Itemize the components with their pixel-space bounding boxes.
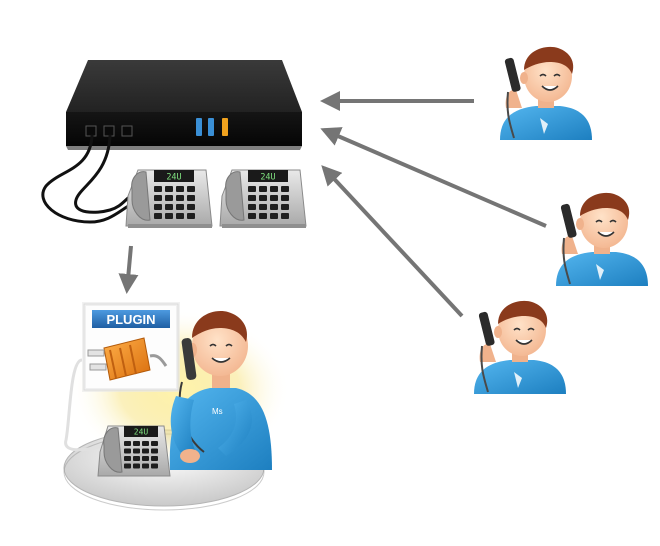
phone-key bbox=[259, 213, 267, 219]
caller-bottom bbox=[473, 299, 567, 395]
phone-cables bbox=[41, 134, 138, 224]
phone-key bbox=[270, 186, 278, 192]
phone-key bbox=[142, 456, 149, 461]
phone-key bbox=[165, 213, 173, 219]
pbx-status-led-3 bbox=[222, 118, 228, 136]
desk-phone-1: 24U bbox=[125, 169, 213, 228]
phone-key bbox=[176, 186, 184, 192]
phone-key bbox=[270, 204, 278, 210]
plug-icon bbox=[87, 337, 168, 381]
arrow-caller-bottom-to-pbx bbox=[321, 165, 464, 318]
phone-key bbox=[151, 463, 158, 469]
phone-key bbox=[176, 213, 184, 219]
phone-key bbox=[154, 186, 162, 192]
phone-screen bbox=[154, 170, 194, 182]
phone-key bbox=[176, 204, 184, 210]
phone-key bbox=[124, 441, 131, 446]
phone-screen bbox=[248, 170, 288, 182]
phone-key bbox=[281, 204, 289, 210]
agent-person: Ms bbox=[169, 311, 272, 470]
phone-key bbox=[281, 213, 289, 219]
plugin-card: PLUGIN bbox=[82, 302, 180, 392]
phone-screen bbox=[124, 426, 158, 437]
phone-key bbox=[151, 448, 158, 454]
phone-display-text: 24U bbox=[166, 173, 181, 183]
arrow-phones-to-plugin bbox=[118, 245, 139, 294]
handset bbox=[131, 171, 151, 221]
phone-key bbox=[154, 213, 162, 219]
plugin-cable bbox=[64, 358, 103, 452]
pbx-port-3 bbox=[121, 125, 133, 137]
caller-top bbox=[499, 45, 593, 142]
pbx-status-led-1 bbox=[196, 118, 202, 136]
arrow-caller-middle-to-pbx bbox=[320, 127, 547, 228]
phone-keypad bbox=[124, 441, 158, 469]
phone-key bbox=[176, 195, 184, 201]
phone-key bbox=[154, 195, 162, 201]
phone-key bbox=[259, 195, 267, 201]
flow-arrows bbox=[118, 91, 547, 318]
phone-keypad bbox=[154, 186, 195, 219]
desk-phone-2: 24U bbox=[219, 169, 307, 228]
handset bbox=[103, 427, 123, 473]
handset bbox=[225, 171, 245, 221]
phone-key bbox=[259, 204, 267, 210]
phone-key bbox=[187, 204, 195, 210]
phone-key bbox=[281, 186, 289, 192]
phone-key bbox=[133, 463, 140, 469]
phone-key bbox=[248, 186, 256, 192]
phone-key bbox=[270, 195, 278, 201]
phone-key bbox=[259, 186, 267, 192]
phone-key bbox=[165, 186, 173, 192]
phone-display-text: 24U bbox=[260, 173, 275, 183]
phone-key bbox=[281, 195, 289, 201]
phone-key bbox=[133, 441, 140, 446]
agent-desk-phone: 24U bbox=[97, 425, 171, 477]
phone-key bbox=[142, 448, 149, 454]
phone-key bbox=[248, 213, 256, 219]
pbx-port-2 bbox=[103, 125, 115, 137]
plugin-banner bbox=[92, 310, 170, 328]
agent-station: PLUGIN Ms bbox=[63, 302, 290, 511]
pbx-port-1 bbox=[85, 125, 97, 137]
pbx-status-led-2 bbox=[208, 118, 214, 136]
phone-key bbox=[248, 195, 256, 201]
phone-key bbox=[151, 456, 158, 461]
phone-key bbox=[165, 195, 173, 201]
plugin-label: PLUGIN bbox=[106, 312, 155, 327]
phone-key bbox=[124, 456, 131, 461]
phone-key bbox=[187, 213, 195, 219]
phone-key bbox=[248, 204, 256, 210]
phone-key bbox=[124, 448, 131, 454]
phone-key bbox=[187, 186, 195, 192]
caller-middle bbox=[555, 191, 649, 287]
phone-keypad bbox=[248, 186, 289, 219]
phone-key bbox=[154, 204, 162, 210]
phone-key bbox=[165, 204, 173, 210]
shirt-logo: Ms bbox=[212, 407, 223, 416]
phone-key bbox=[270, 213, 278, 219]
phone-key bbox=[187, 195, 195, 201]
phone-key bbox=[124, 463, 131, 469]
phone-key bbox=[133, 448, 140, 454]
pbx-server bbox=[66, 60, 302, 150]
phone-key bbox=[142, 441, 149, 446]
phone-key bbox=[151, 441, 158, 446]
phone-display-text: 24U bbox=[134, 428, 149, 437]
phone-key bbox=[142, 463, 149, 469]
phone-key bbox=[133, 456, 140, 461]
